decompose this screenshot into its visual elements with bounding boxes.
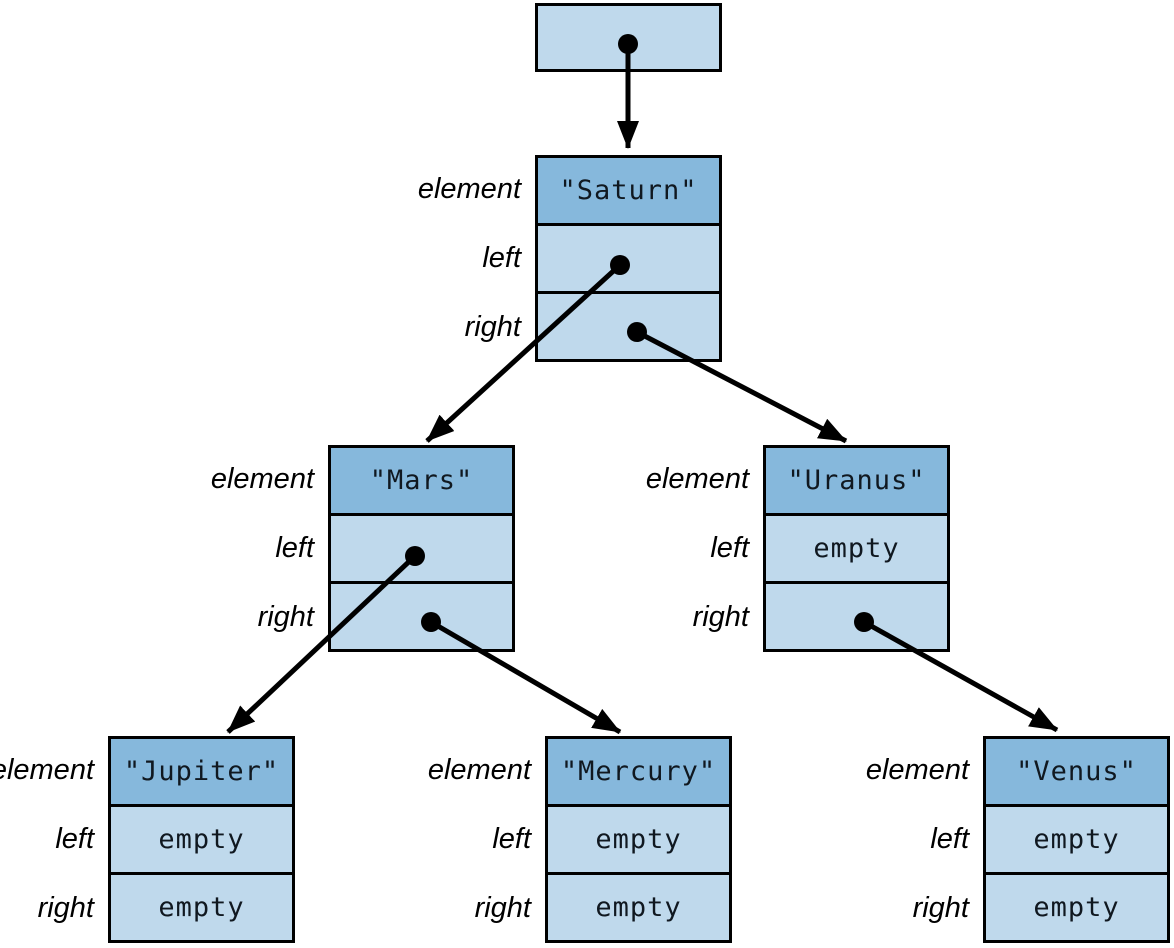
row-label-left: left — [710, 532, 749, 564]
row-label-right: right — [464, 311, 521, 343]
row-label-element: element — [865, 754, 969, 786]
root-pointer-cell — [538, 6, 719, 69]
left-pointer-cell — [538, 223, 719, 291]
element-cell: "Uranus" — [766, 448, 947, 513]
right-empty-cell: empty — [111, 872, 292, 940]
left-pointer-cell — [331, 513, 512, 581]
row-label-right: right — [37, 892, 94, 924]
row-label-element: element — [210, 463, 314, 495]
node-uranus-labels: element left right — [529, 445, 749, 652]
row-label-right: right — [257, 601, 314, 633]
row-label-left: left — [492, 823, 531, 855]
row-label-left: left — [275, 532, 314, 564]
node-saturn: "Saturn" — [535, 155, 722, 362]
node-uranus: "Uranus" empty — [763, 445, 950, 652]
node-mercury-labels: element left right — [311, 736, 531, 943]
row-label-element: element — [417, 173, 521, 205]
node-mars: "Mars" — [328, 445, 515, 652]
element-cell: "Mars" — [331, 448, 512, 513]
row-label-element: element — [645, 463, 749, 495]
row-label-right: right — [912, 892, 969, 924]
row-label-right: right — [692, 601, 749, 633]
left-empty-cell: empty — [986, 804, 1167, 872]
right-empty-cell: empty — [986, 872, 1167, 940]
node-jupiter-labels: element left right — [0, 736, 94, 943]
node-venus: "Venus" empty empty — [983, 736, 1170, 943]
node-mars-labels: element left right — [94, 445, 314, 652]
left-empty-cell: empty — [548, 804, 729, 872]
node-venus-labels: element left right — [749, 736, 969, 943]
element-cell: "Venus" — [986, 739, 1167, 804]
element-cell: "Jupiter" — [111, 739, 292, 804]
row-label-left: left — [482, 242, 521, 274]
right-empty-cell: empty — [548, 872, 729, 940]
row-label-element: element — [0, 754, 94, 786]
element-cell: "Saturn" — [538, 158, 719, 223]
node-mercury: "Mercury" empty empty — [545, 736, 732, 943]
left-empty-cell: empty — [111, 804, 292, 872]
row-label-left: left — [930, 823, 969, 855]
element-cell: "Mercury" — [548, 739, 729, 804]
root-pointer-box — [535, 3, 722, 72]
row-label-element: element — [427, 754, 531, 786]
node-saturn-labels: element left right — [301, 155, 521, 362]
left-empty-cell: empty — [766, 513, 947, 581]
right-pointer-cell — [766, 581, 947, 649]
row-label-left: left — [55, 823, 94, 855]
right-pointer-cell — [538, 291, 719, 359]
node-jupiter: "Jupiter" empty empty — [108, 736, 295, 943]
row-label-right: right — [474, 892, 531, 924]
right-pointer-cell — [331, 581, 512, 649]
